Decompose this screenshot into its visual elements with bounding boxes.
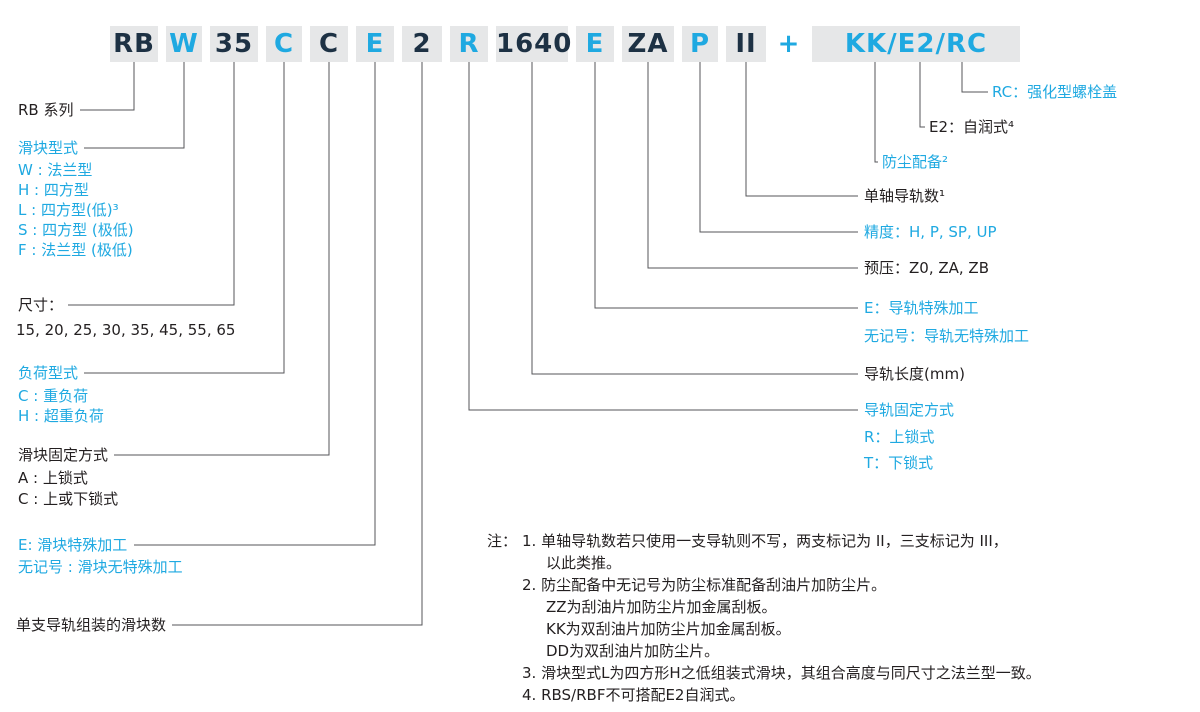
code-segment-load-type: C — [266, 26, 302, 62]
label-rail-mount-item: R：上锁式 — [864, 428, 935, 446]
connector-load-type — [84, 62, 285, 374]
connector-rail-special — [594, 62, 858, 309]
label-rail-mount-title: 导轨固定方式 — [864, 401, 955, 419]
label-block-type-item: L : 四方型(低)³ — [18, 201, 119, 219]
connector-block-mount — [114, 62, 330, 456]
code-segment-rail-special: E — [576, 26, 614, 62]
code-segment-block-count: 2 — [402, 26, 442, 62]
label-block-type-title: 滑块型式 — [18, 139, 79, 157]
label-block-type-item: H : 四方型 — [18, 181, 89, 199]
label-series: RB 系列 — [18, 101, 74, 119]
label-block-mount-item: C : 上或下锁式 — [18, 490, 119, 508]
code-segment-block-type: W — [166, 26, 202, 62]
notes-label: 注： — [487, 532, 518, 550]
code-segment-rail-mount: R — [450, 26, 488, 62]
code-segment-series: RB — [110, 26, 158, 62]
connector-block-special — [134, 62, 376, 546]
label-dust: 防尘配备² — [882, 153, 949, 171]
connector-dust — [874, 62, 878, 163]
connector-preload — [647, 62, 858, 269]
label-rail-length: 导轨长度(mm) — [864, 365, 965, 383]
connector-rail-count — [745, 62, 858, 197]
label-rail-special-title: E：导轨特殊加工 — [864, 299, 979, 317]
label-load-type-item: H : 超重负荷 — [18, 407, 104, 425]
connector-rc — [961, 62, 988, 93]
connector-precision — [699, 62, 858, 233]
label-rail-mount-item: T：下锁式 — [864, 454, 934, 472]
label-rail-special-sub: 无记号：导轨无特殊加工 — [864, 327, 1030, 345]
label-block-special-title: E: 滑块特殊加工 — [18, 536, 128, 554]
connector-block-type — [84, 62, 185, 149]
note-line: ZZ为刮油片加防尘片加金属刮板。 — [546, 598, 777, 616]
label-blocks-per-rail: 单支导轨组装的滑块数 — [16, 616, 167, 634]
label-size-title: 尺寸： — [18, 296, 64, 314]
label-rc: RC：强化型螺栓盖 — [992, 83, 1118, 101]
code-segment-block-mount: C — [310, 26, 348, 62]
label-load-type-title: 负荷型式 — [18, 364, 79, 382]
note-line: 4. RBS/RBF不可搭配E2自润式。 — [522, 686, 745, 704]
code-segment-rail-length: 1640 — [496, 26, 571, 62]
code-segment-rail-count: II — [726, 26, 766, 62]
code-segment-options: KK/E2/RC — [812, 26, 1020, 62]
label-block-mount-item: A : 上锁式 — [18, 469, 88, 487]
connector-rail-length — [531, 62, 858, 375]
connector-series — [80, 62, 135, 111]
connector-size — [68, 62, 235, 306]
code-segment-plus: + — [777, 29, 801, 59]
label-size-values: 15, 20, 25, 30, 35, 45, 55, 65 — [16, 321, 236, 339]
label-load-type-item: C : 重负荷 — [18, 387, 89, 405]
label-rail-count: 单轴导轨数¹ — [864, 187, 946, 205]
note-line: KK为双刮油片加防尘片加金属刮板。 — [546, 620, 791, 638]
label-block-mount-title: 滑块固定方式 — [18, 446, 109, 464]
connector-block-count — [172, 62, 423, 626]
label-precision: 精度：H, P, SP, UP — [864, 223, 997, 241]
label-block-special-sub: 无记号 : 滑块无特殊加工 — [18, 558, 183, 576]
label-block-type-item: W : 法兰型 — [18, 161, 93, 179]
code-segment-block-special: E — [356, 26, 394, 62]
label-e2: E2：自润式⁴ — [929, 118, 1015, 136]
connector-e2 — [919, 62, 925, 128]
label-block-type-item: F : 法兰型 (极低) — [18, 241, 133, 259]
connector-rail-mount — [468, 62, 858, 411]
label-preload: 预压：Z0, ZA, ZB — [864, 259, 989, 277]
note-line: 2. 防尘配备中无记号为防尘标准配备刮油片加防尘片。 — [522, 576, 887, 594]
label-block-type-item: S : 四方型 (极低) — [18, 221, 134, 239]
note-line: DD为双刮油片加防尘片。 — [546, 642, 720, 660]
code-segment-preload: ZA — [622, 26, 674, 62]
note-line: 以此类推。 — [546, 554, 622, 572]
note-line: 1. 单轴导轨数若只使用一支导轨则不写，两支标记为 II，三支标记为 III， — [522, 532, 1008, 550]
code-segment-precision: P — [682, 26, 718, 62]
note-line: 3. 滑块型式L为四方形H之低组装式滑块，其组合高度与同尺寸之法兰型一致。 — [522, 664, 1041, 682]
code-segment-size: 35 — [210, 26, 258, 62]
